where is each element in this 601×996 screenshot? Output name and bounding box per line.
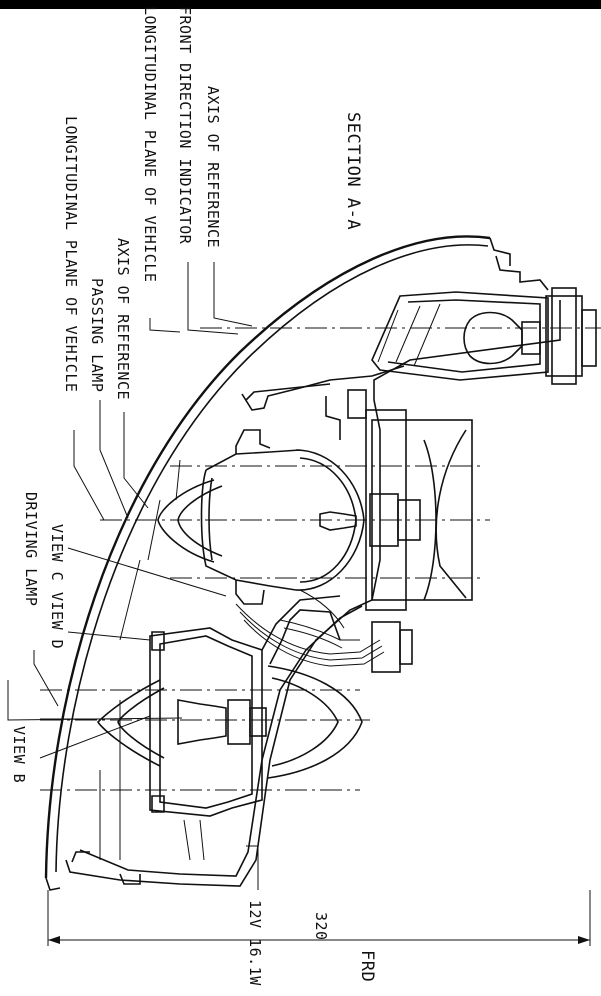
label-bulb-spec: 12V 16.1W [246, 900, 264, 986]
top-border [0, 0, 601, 9]
leader-driving-lamp [33, 650, 59, 707]
dimension-320 [47, 890, 591, 946]
leader-view-c [67, 547, 227, 597]
indicator-housing [371, 255, 597, 385]
wiring-harness [235, 589, 413, 673]
label-longitudinal-plane-1: LONGITUDINAL PLANE OF VEHICLE [141, 6, 159, 282]
leader-axis-ref-passing [123, 412, 149, 509]
housing [65, 300, 561, 887]
leader-view-d [67, 631, 151, 641]
leader-long-plane-1 [149, 318, 181, 333]
label-passing-lamp: PASSING LAMP [88, 278, 106, 392]
label-axis-reference-passing: AXIS OF REFERENCE [114, 238, 132, 400]
label-driving-lamp: DRIVING LAMP [22, 492, 40, 606]
label-axis-reference-front: AXIS OF REFERENCE [204, 86, 222, 248]
label-front-direction-indicator: FRONT DIRECTION INDICATOR [176, 6, 194, 245]
section-title: SECTION A-A [343, 112, 363, 230]
passing-lamp-unit [157, 389, 473, 611]
internal-ribs [71, 459, 205, 885]
label-view-b: VIEW B [10, 726, 28, 783]
label-group: SECTION A-A AXIS OF REFERENCE FRONT DIRE… [10, 6, 377, 986]
leader-long-plane-2 [73, 430, 105, 521]
label-view-c: VIEW C [48, 524, 66, 581]
driving-lamp-unit [97, 595, 363, 817]
outer-lens [44, 235, 511, 891]
reference-axes [40, 327, 601, 791]
leader-passing-lamp [99, 400, 129, 519]
label-view-d: VIEW D [48, 592, 66, 649]
leader-lines [7, 262, 259, 890]
leader-view-b [7, 680, 183, 721]
label-frd: FRD [357, 950, 377, 982]
label-longitudinal-plane-2: LONGITUDINAL PLANE OF VEHICLE [62, 116, 80, 392]
label-dimension-320: 320 [312, 912, 330, 941]
leader-axis-ref-front [213, 262, 253, 327]
leader-front-dir [187, 262, 239, 335]
leader-view-b-2 [39, 715, 151, 759]
